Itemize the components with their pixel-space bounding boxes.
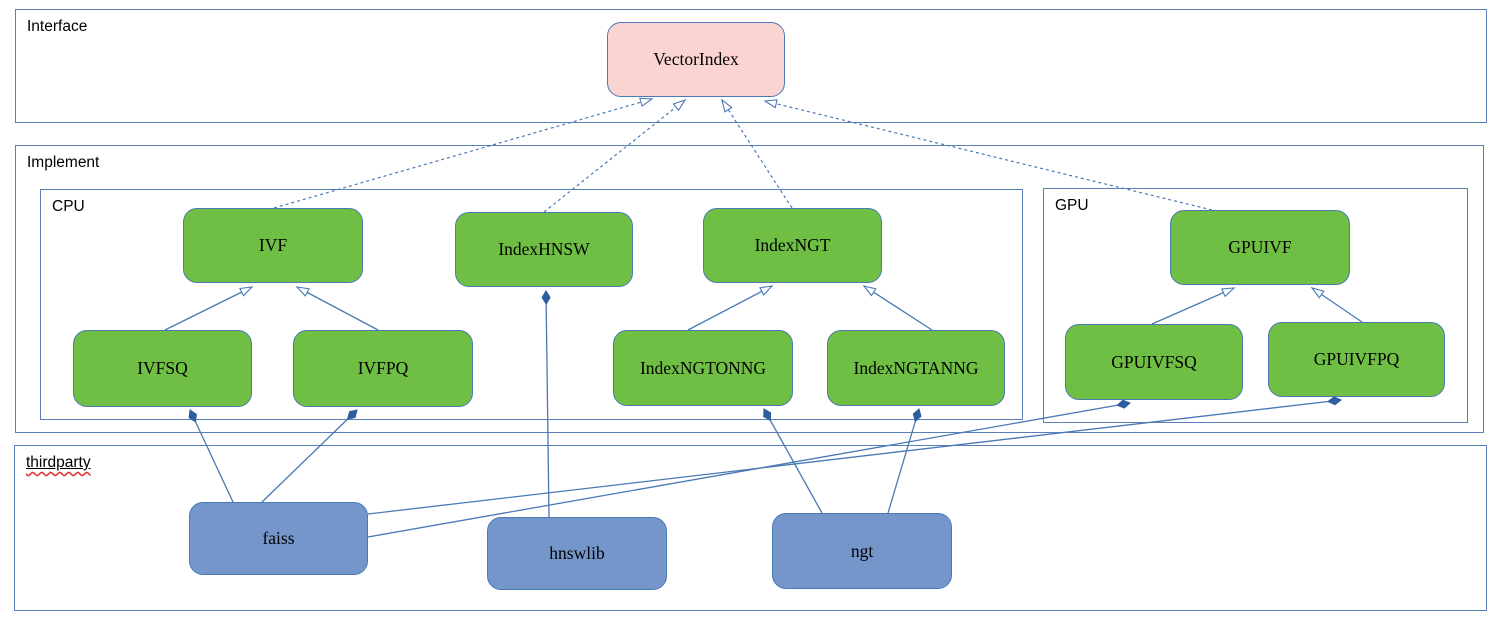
node-vectorindex[interactable]: VectorIndex — [607, 22, 785, 97]
node-gpuivf[interactable]: GPUIVF — [1170, 210, 1350, 285]
node-gpuivfpq-label: GPUIVFPQ — [1313, 349, 1400, 369]
node-ivfsq[interactable]: IVFSQ — [73, 330, 252, 407]
node-ivfpq[interactable]: IVFPQ — [293, 330, 473, 407]
node-indexngt[interactable]: IndexNGT — [703, 208, 882, 283]
node-faiss[interactable]: faiss — [189, 502, 368, 575]
node-indexngtanng[interactable]: IndexNGTANNG — [827, 330, 1005, 406]
node-vectorindex-label: VectorIndex — [653, 49, 739, 69]
node-gpuivfsq-label: GPUIVFSQ — [1111, 351, 1197, 372]
node-gpuivf-label: GPUIVF — [1228, 237, 1292, 257]
node-gpuivfpq[interactable]: GPUIVFPQ — [1268, 322, 1445, 397]
container-cpu-label: CPU — [52, 198, 85, 215]
node-hnswlib-label: hnswlib — [549, 543, 605, 563]
node-ivf[interactable]: IVF — [183, 208, 363, 283]
container-thirdparty-label: thirdparty — [26, 454, 91, 471]
node-indexngtonng[interactable]: IndexNGTONNG — [613, 330, 793, 406]
node-indexngtanng-label: IndexNGTANNG — [853, 357, 979, 378]
node-ngt-label: ngt — [850, 540, 874, 561]
node-indexngt-label: IndexNGT — [754, 235, 831, 255]
container-implement-label: Implement — [27, 154, 100, 171]
node-ivfsq-label: IVFSQ — [137, 358, 188, 378]
node-ivf-label: IVF — [258, 235, 288, 255]
node-gpuivfsq[interactable]: GPUIVFSQ — [1065, 324, 1243, 400]
node-indexngtonng-label: IndexNGTONNG — [639, 357, 767, 378]
node-hnswlib[interactable]: hnswlib — [487, 517, 667, 590]
node-indexhnsw-label: IndexHNSW — [498, 239, 590, 259]
node-ngt[interactable]: ngt — [772, 513, 952, 589]
container-gpu-label: GPU — [1055, 197, 1089, 214]
node-ivfpq-label: IVFPQ — [357, 358, 409, 378]
container-interface-label: Interface — [27, 18, 88, 35]
node-faiss-label: faiss — [262, 528, 295, 548]
node-indexhnsw[interactable]: IndexHNSW — [455, 212, 633, 287]
